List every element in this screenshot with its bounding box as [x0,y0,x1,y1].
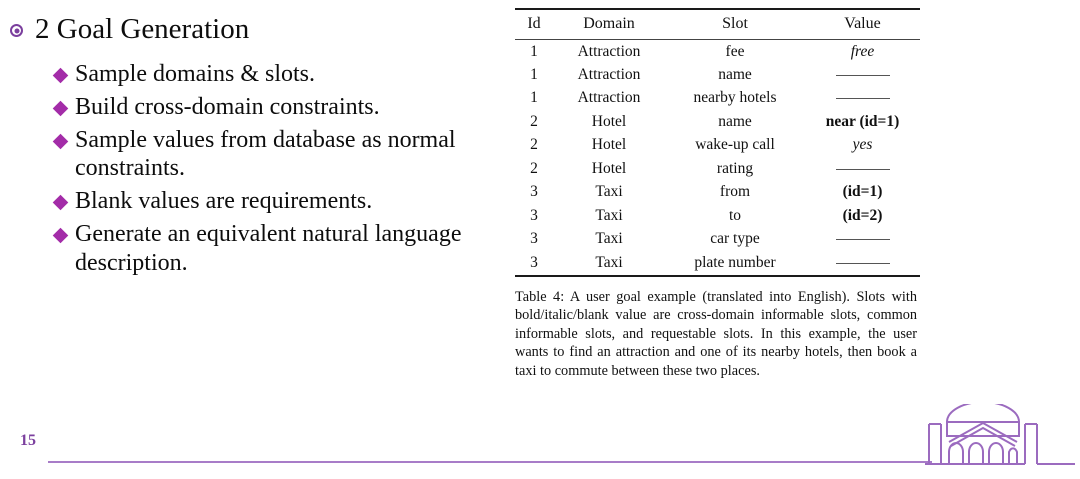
page-title: 2 Goal Generation [35,13,250,45]
cell-domain: Hotel [591,136,627,154]
list-item-label: Build cross-domain constraints. [75,93,380,120]
table-row: 3 Taxi from (id=1) [515,181,920,204]
cell-slot: car type [710,230,760,248]
table-bottom-rule [515,274,920,278]
cell-domain: Hotel [591,159,627,177]
blank-value-rule [835,239,890,241]
list-item-label: Generate an equivalent natural language … [75,220,462,276]
cell-id: 3 [530,206,538,224]
cell-slot: from [719,183,751,201]
table-row: 2 Hotel wake-up call yes [515,134,920,157]
cell-domain: Taxi [595,230,623,248]
table-row: 2 Hotel name near (id=1) [515,110,920,133]
cell-domain: Taxi [595,253,623,271]
cell-id: 2 [530,112,538,130]
cell-domain: Attraction [577,89,641,107]
cell-slot: fee [725,42,745,60]
cell-id: 3 [530,183,538,201]
figure-caption: Table 4: A user goal example (translated… [515,288,917,379]
cell-domain: Taxi [595,183,623,201]
column-header-domain: Domain [553,10,665,40]
cell-id: 3 [530,253,538,271]
cell-id: 1 [530,65,538,83]
list-item-label: Sample domains & slots. [75,61,315,87]
cell-id: 1 [530,42,538,60]
table-row: 3 Taxi car type [515,228,920,251]
list-item: Sample domains & slots. [52,60,505,89]
bullet-list: Sample domains & slots. Build cross-doma… [52,60,505,282]
cell-id: 2 [530,159,538,177]
diamond-bullet-icon [52,194,69,211]
cell-slot: plate number [694,253,776,271]
cell-value [805,228,920,251]
value-text: yes [852,136,873,154]
diamond-bullet-icon [52,227,69,244]
cell-value [805,87,920,110]
value-text: (id=1) [842,183,883,201]
cell-domain: Attraction [577,42,641,60]
value-text: free [850,42,875,60]
list-item: Build cross-domain constraints. [52,93,505,122]
cell-slot: to [728,206,742,224]
table-footer [515,274,920,278]
cell-value: (id=2) [805,204,920,227]
cell-id: 3 [530,230,538,248]
page-number: 15 [20,432,36,449]
list-item-label: Blank values are requirements. [75,188,373,215]
cell-domain: Attraction [577,65,641,83]
column-header-value: Value [805,10,920,40]
cell-value [805,251,920,275]
list-item-label: Sample values from database as normal co… [75,126,456,182]
cell-slot: nearby hotels [693,89,777,107]
cell-slot: name [718,112,752,130]
cell-id: 1 [530,89,538,107]
cell-value [805,63,920,86]
diamond-bullet-icon [52,100,69,117]
cell-id: 2 [530,136,538,154]
cell-slot: wake-up call [695,136,775,154]
cell-value: near (id=1) [805,110,920,133]
cell-domain: Hotel [591,112,627,130]
table-header: Id Domain Slot Value [515,8,920,40]
diamond-bullet-icon [52,133,69,149]
ring-dot-bullet-icon [10,24,23,37]
table-header-row: Id Domain Slot Value [515,10,920,40]
cell-slot: name [718,65,752,83]
slide-title-row: 2 Goal Generation [10,12,249,46]
table-row: 1 Attraction name [515,63,920,86]
blank-value-rule [835,98,890,100]
list-item: Generate an equivalent natural language … [52,220,505,278]
table-row: 1 Attraction nearby hotels [515,87,920,110]
value-text: near (id=1) [825,112,900,130]
cell-value: (id=1) [805,181,920,204]
diamond-bullet-icon [52,67,69,84]
cell-value: yes [805,134,920,157]
cell-slot: rating [716,159,754,177]
cell-value: free [805,40,920,64]
slide-content-left: 2 Goal Generation Sample domains & slots… [0,0,505,430]
blank-value-rule [835,262,890,264]
column-header-id: Id [515,10,553,40]
column-header-slot: Slot [665,10,805,40]
list-item: Blank values are requirements. [52,187,505,216]
value-text: (id=2) [842,206,883,224]
blank-value-rule [835,74,890,76]
table-row: 3 Taxi plate number [515,251,920,275]
university-pavilion-logo [925,401,1075,472]
pavilion-icon [925,401,1075,465]
list-item: Sample values from database as normal co… [52,126,505,184]
cell-domain: Taxi [595,206,623,224]
footer-divider [48,461,932,463]
blank-value-rule [835,168,890,170]
table-row: 2 Hotel rating [515,157,920,180]
table-row: 1 Attraction fee free [515,40,920,64]
table-row: 3 Taxi to (id=2) [515,204,920,227]
cell-value [805,157,920,180]
